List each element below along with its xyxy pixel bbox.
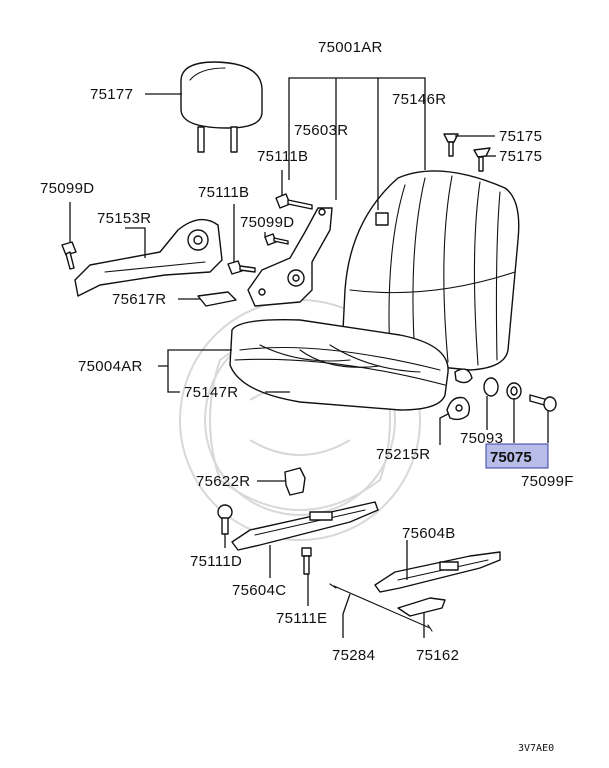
recliner-base-part[interactable] [74, 218, 223, 297]
seat-rail-75604B[interactable] [374, 551, 501, 593]
cover-piece-75617R[interactable] [197, 291, 237, 307]
label-75111E[interactable]: 75111E [276, 610, 327, 627]
clip-75175-b[interactable] [473, 147, 491, 172]
bolt-75111E[interactable] [301, 547, 312, 575]
label-75099F[interactable]: 75099F [521, 473, 574, 490]
block-75622R[interactable] [284, 467, 306, 496]
bolt-75099F[interactable] [529, 394, 557, 412]
label-75617R[interactable]: 75617R [112, 291, 166, 308]
headrest-part[interactable] [180, 61, 263, 153]
label-75622R[interactable]: 75622R [196, 473, 250, 490]
bolt-75111D[interactable] [217, 504, 233, 535]
label-75604C[interactable]: 75604C [232, 582, 286, 599]
bolt-75099D-b[interactable] [264, 233, 289, 246]
label-75111D[interactable]: 75111D [190, 553, 242, 570]
label-75146R[interactable]: 75146R [392, 91, 446, 108]
label-75004AR[interactable]: 75004AR [78, 358, 143, 375]
cover-75162[interactable] [397, 597, 446, 617]
rod-75284[interactable] [329, 583, 433, 632]
label-75177[interactable]: 75177 [90, 86, 133, 103]
seat-back-part[interactable] [342, 170, 520, 384]
label-75001AR[interactable]: 75001AR [318, 39, 383, 56]
hinge-bracket-part[interactable] [247, 207, 333, 307]
label-75099D-b[interactable]: 75099D [240, 214, 294, 231]
trim-cover-75215R[interactable] [446, 396, 471, 421]
bushing-75093[interactable] [483, 377, 499, 397]
highlight-box-75075 [485, 443, 549, 469]
label-75162[interactable]: 75162 [416, 647, 459, 664]
label-75603R[interactable]: 75603R [294, 122, 348, 139]
label-75075[interactable]: 75075 [490, 449, 532, 466]
clip-75175-a[interactable] [443, 133, 459, 157]
bolt-75099D-a[interactable] [61, 241, 77, 270]
seat-rail-75604C[interactable] [231, 501, 379, 551]
label-75147R[interactable]: 75147R [184, 384, 238, 401]
label-75153R[interactable]: 75153R [97, 210, 151, 227]
label-75175-b[interactable]: 75175 [499, 148, 542, 165]
seat-cushion-part[interactable] [229, 319, 449, 411]
label-75175-a[interactable]: 75175 [499, 128, 542, 145]
label-75215R[interactable]: 75215R [376, 446, 430, 463]
label-75284[interactable]: 75284 [332, 647, 375, 664]
label-75099D-a[interactable]: 75099D [40, 180, 94, 197]
part-labels: 75001AR 75177 75146R 75603R 75175 75175 … [40, 39, 574, 754]
label-75111B-b[interactable]: 75111B [198, 184, 249, 201]
washer-75075[interactable] [506, 382, 522, 400]
label-75604B[interactable]: 75604B [402, 525, 456, 542]
bolt-75111B-a[interactable] [275, 193, 313, 210]
leader-lines [69, 77, 549, 638]
diagram-code: 3V7AE0 [518, 743, 554, 754]
bolt-75111B-b[interactable] [227, 260, 256, 275]
label-75111B-a[interactable]: 75111B [257, 148, 308, 165]
label-75093[interactable]: 75093 [460, 430, 503, 447]
